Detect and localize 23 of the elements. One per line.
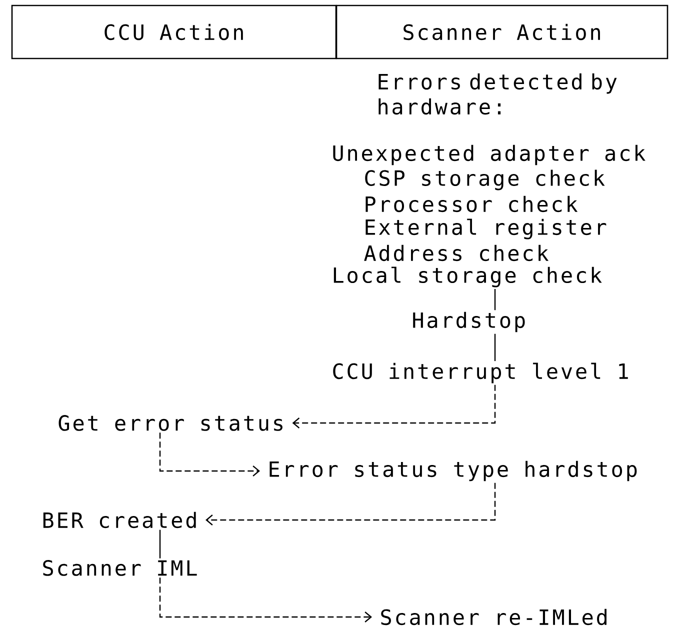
note-text: Unexpected adapter ack — [333, 144, 646, 166]
step-text: Scanner IML — [43, 560, 197, 576]
connector — [159, 578, 372, 622]
step-text: CCU interrupt level 1 — [333, 362, 628, 384]
note-text: Errors detected by hardware: — [378, 73, 617, 115]
connector — [205, 482, 496, 526]
connector — [159, 432, 260, 476]
step-text: Scanner re-IMLed — [381, 608, 606, 626]
step-text: Local storage check — [334, 266, 602, 288]
header-cell: CCU Action — [11, 4, 337, 60]
note-text: External register — [366, 218, 606, 240]
step-text: BER created — [43, 512, 196, 528]
header-cell: Scanner Action — [336, 4, 668, 60]
note-text: Address check — [364, 244, 549, 262]
step-text: Error status type hardstop — [270, 460, 637, 482]
step-text: Get error status — [58, 415, 282, 431]
connector — [292, 384, 496, 428]
connector — [494, 288, 496, 310]
connector — [494, 334, 496, 362]
note-text: CSP storage check — [365, 170, 605, 190]
connector — [159, 530, 161, 558]
step-text: Hardstop — [413, 312, 525, 332]
note-text: Processor check — [366, 196, 578, 212]
